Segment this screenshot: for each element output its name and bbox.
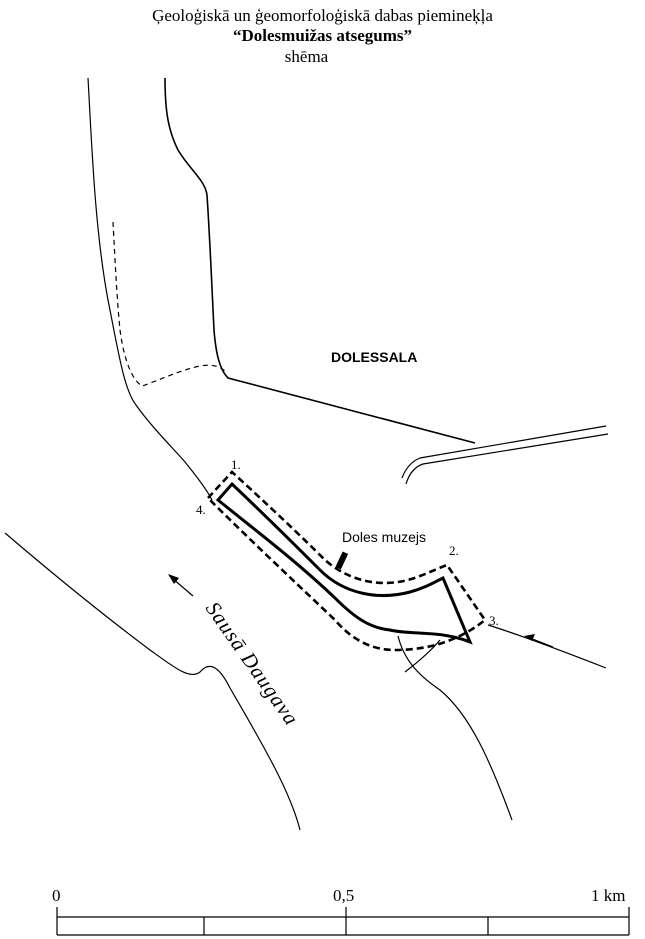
flow-arrow-icon-west: [168, 574, 194, 597]
boundary-point-4: 4.: [196, 502, 206, 517]
boundary-point-3: 3.: [489, 613, 499, 628]
river-label: Sausā Daugava: [201, 597, 304, 730]
protection-zone-boundary: [206, 470, 487, 652]
map-title-line-1: Ģeoloģiskā un ģeomorfoloģiskā dabas piem…: [152, 6, 493, 25]
scale-label-half: 0,5: [333, 886, 354, 905]
boundary-point-2: 2.: [449, 543, 459, 558]
dashed-line-west: [112, 221, 227, 387]
map-title-line-3: shēma: [284, 47, 329, 66]
road-line-a: [401, 425, 607, 479]
shore-line-west: [87, 77, 213, 501]
monument-outline: [215, 481, 473, 645]
boundary-point-1: 1.: [231, 457, 241, 472]
creek-branch: [404, 639, 441, 673]
road-line-b: [405, 433, 609, 485]
river-bank-south: [4, 532, 301, 831]
creek-line-east: [487, 624, 607, 669]
museum-label: Doles muzejs: [342, 529, 426, 545]
museum-marker-icon: [335, 551, 349, 570]
creek-line-south: [397, 635, 513, 821]
flow-arrow-icon-east: [524, 634, 554, 648]
map-title-line-2: “Dolesmuižas atsegums”: [233, 26, 412, 45]
scale-bar: [56, 907, 630, 936]
island-label: DOLESSALA: [331, 349, 417, 365]
scale-label-0: 0: [52, 886, 61, 905]
scale-label-1km: 1 km: [591, 886, 625, 905]
island-boundary-line: [164, 77, 476, 444]
